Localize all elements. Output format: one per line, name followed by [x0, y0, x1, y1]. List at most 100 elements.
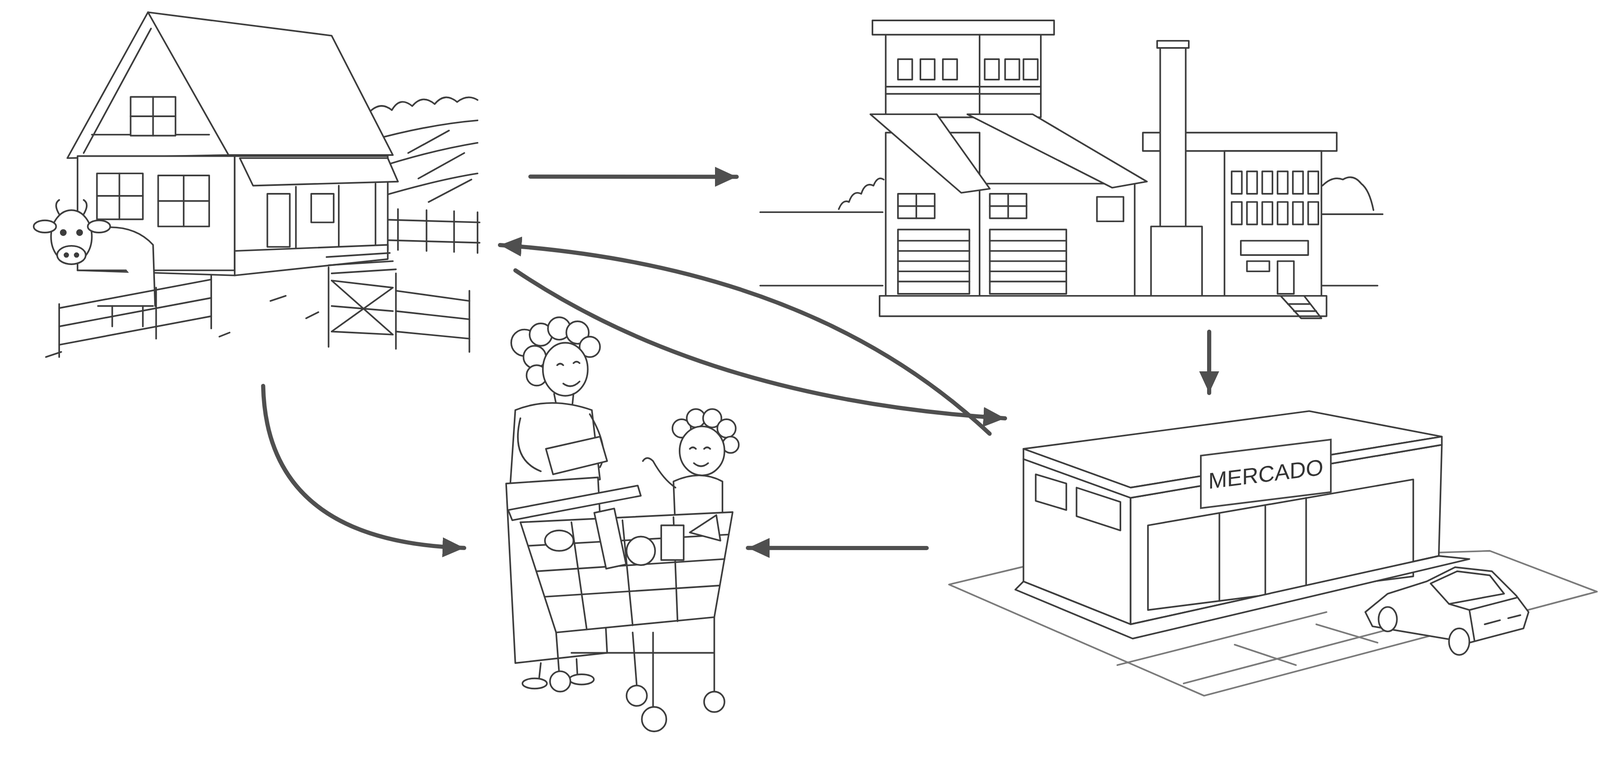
ground-lines-part [1322, 177, 1374, 210]
shopping-cart-part [594, 508, 626, 569]
factory-windows [1231, 171, 1319, 225]
farmhouse-part [295, 183, 376, 255]
factory-part [870, 114, 990, 193]
factory-part [984, 59, 999, 80]
car [1365, 567, 1529, 655]
farmhouse-part [158, 175, 210, 227]
farmhouse-part [130, 97, 176, 136]
woman-part [522, 678, 548, 689]
factory-windows-part [1262, 202, 1273, 225]
woman-part [557, 361, 580, 387]
factory-part [990, 240, 1067, 282]
factory-part [1240, 240, 1309, 255]
flow-arrow [747, 545, 927, 550]
child-part [717, 419, 736, 438]
factory-part [885, 30, 1041, 118]
market-building-part [1035, 474, 1067, 510]
shopping-cart [508, 485, 733, 732]
cow-part [33, 220, 57, 233]
farm-scene [33, 12, 480, 357]
cow [33, 200, 155, 327]
car-part [1484, 615, 1521, 625]
cow-part [74, 253, 79, 258]
factory-part [967, 114, 1148, 188]
front-fence [328, 267, 470, 352]
back-fence-part [397, 209, 478, 253]
farmhouse-part [97, 173, 143, 220]
factory-windows-part [1231, 202, 1242, 225]
flow-arrow [263, 385, 465, 548]
flow-arrow [500, 245, 990, 434]
ground-lines-part [838, 178, 884, 210]
woman-part [542, 342, 588, 396]
woman-part [517, 418, 541, 472]
factory-part [1150, 226, 1202, 296]
cow-part [64, 253, 69, 258]
cow-part [87, 220, 111, 233]
factory-scene [760, 20, 1383, 319]
shopping-cart-part [626, 536, 656, 566]
factory-part [1277, 261, 1294, 294]
factory-windows-part [1231, 171, 1242, 194]
car-part [1449, 628, 1470, 655]
factory-part [1224, 150, 1322, 296]
left-fence-part [59, 279, 212, 345]
farm-node [40, 10, 485, 358]
factory-part [1023, 59, 1038, 80]
factory-windows-part [1247, 171, 1258, 194]
market-scene [949, 410, 1598, 696]
farmhouse-part [77, 156, 235, 271]
flow-arrow [1207, 331, 1212, 393]
shopper-scene [506, 317, 739, 732]
factory-part [1157, 40, 1189, 48]
factory-part [897, 193, 935, 219]
hills-part [369, 120, 478, 141]
factory-windows-part [1277, 202, 1288, 225]
factory-part [920, 59, 935, 80]
shopping-cart-part [545, 530, 574, 551]
shopping-cart-part [520, 512, 733, 633]
market-building-part [1219, 497, 1307, 601]
factory-windows-part [1292, 202, 1303, 225]
factory-part [1005, 59, 1020, 80]
shopping-cart-part [550, 671, 571, 692]
factory-part [1280, 295, 1322, 319]
hills-part [367, 97, 478, 115]
factory-windows-part [1262, 171, 1273, 194]
car-part [1378, 606, 1398, 632]
factory-part [1247, 261, 1270, 272]
left-fence [45, 275, 319, 358]
factory-part [897, 240, 970, 282]
factory-part [990, 193, 1027, 219]
child-part [690, 447, 711, 466]
factory-part [942, 59, 958, 80]
shopper-node [495, 321, 740, 733]
left-fence-part [59, 275, 212, 358]
shopping-cart-part [641, 706, 667, 732]
child-part [679, 426, 725, 475]
factory-part [979, 183, 1135, 296]
flow-arrow [515, 270, 1005, 419]
front-fence-part [331, 280, 393, 335]
farmhouse-part [158, 175, 210, 227]
shopping-cart-part [661, 525, 684, 560]
factory-windows-part [1308, 202, 1319, 225]
factory-part [1097, 196, 1124, 222]
factory-node [760, 18, 1383, 319]
shopping-cart-part [704, 691, 725, 713]
car-part [1430, 571, 1504, 604]
factory-part [1160, 45, 1186, 229]
front-fence-part [328, 267, 470, 352]
shopping-cart-part [626, 685, 648, 706]
factory-windows-part [1308, 171, 1319, 194]
factory-part [872, 20, 1055, 35]
farmhouse-part [130, 97, 176, 136]
child-part [642, 457, 676, 488]
flow-arrow [530, 174, 737, 179]
shopping-cart-part [690, 515, 721, 541]
market-node: MERCADO [1020, 408, 1598, 700]
farmhouse-part [311, 193, 334, 223]
front-fence-part [395, 290, 470, 339]
woman-part [545, 436, 608, 475]
